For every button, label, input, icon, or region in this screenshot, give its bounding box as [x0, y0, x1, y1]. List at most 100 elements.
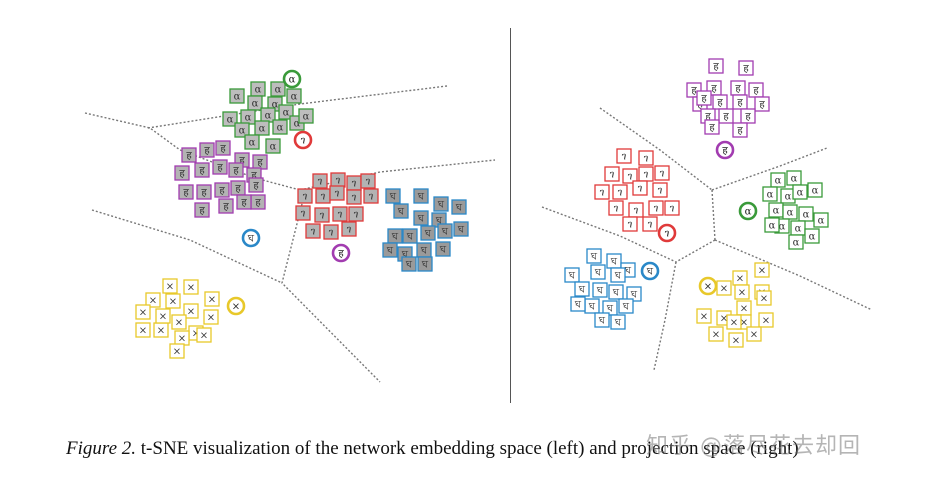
cluster-purple-glyph: ह: [201, 188, 207, 199]
prototype-purple-glyph: ह: [722, 146, 728, 157]
cluster-purple-glyph: ह: [737, 98, 743, 109]
cluster-red-glyph: ገ: [634, 206, 639, 217]
cluster-green-glyph: α: [283, 108, 290, 119]
cluster-green-point: [770, 172, 786, 188]
cluster-blue-point: [413, 210, 429, 226]
cluster-green-glyph: α: [255, 85, 262, 96]
cluster-purple-glyph: ह: [255, 198, 261, 209]
cluster-red-point: [654, 165, 670, 181]
prototype-purple-circle: [331, 243, 351, 263]
cluster-purple-point: [704, 119, 720, 135]
cluster-purple-point: [199, 142, 215, 158]
cluster-red-point: [608, 200, 624, 216]
cluster-blue-glyph: ঘ: [397, 207, 405, 218]
cluster-yellow-point: [726, 314, 742, 330]
cluster-red-point: [622, 216, 638, 232]
cluster-red-point: [632, 180, 648, 196]
cluster-yellow-point: [196, 327, 212, 343]
cluster-green-glyph: α: [270, 142, 277, 153]
cluster-purple-glyph: ह: [199, 206, 205, 217]
cluster-red-glyph: ገ: [660, 169, 665, 180]
cluster-blue-point: [393, 203, 409, 219]
cluster-red-glyph: ገ: [638, 184, 643, 195]
cluster-green-glyph: α: [272, 100, 279, 111]
cluster-blue-glyph: ঘ: [614, 318, 622, 329]
cluster-yellow-glyph: ×: [149, 296, 157, 307]
cluster-purple-glyph: ह: [737, 126, 743, 137]
boundary-line-7: [711, 189, 716, 241]
cluster-purple-glyph: ह: [235, 184, 241, 195]
cluster-green-point: [762, 186, 778, 202]
cluster-yellow-glyph: ×: [720, 314, 728, 325]
cluster-blue-point: [590, 264, 606, 280]
cluster-red-glyph: ገ: [654, 204, 659, 215]
cluster-green-point: [807, 182, 823, 198]
cluster-blue-glyph: ঘ: [455, 203, 463, 214]
cluster-red-glyph: ገ: [303, 192, 308, 203]
cluster-red-point: [348, 206, 364, 222]
cluster-blue-glyph: ঘ: [424, 229, 432, 240]
cluster-green-glyph: α: [812, 186, 819, 197]
cluster-purple-point: [732, 94, 748, 110]
cluster-green-point: [272, 119, 288, 135]
cluster-red-glyph: ገ: [622, 152, 627, 163]
cluster-red-point: [323, 224, 339, 240]
cluster-red-glyph: ገ: [366, 177, 371, 188]
cluster-purple-glyph: ह: [701, 94, 707, 105]
cluster-yellow-point: [183, 279, 199, 295]
cluster-red-glyph: ገ: [369, 192, 374, 203]
cluster-yellow-glyph: ×: [730, 318, 738, 329]
cluster-purple-glyph: ह: [753, 86, 759, 97]
cluster-yellow-glyph: ×: [712, 330, 720, 341]
cluster-yellow-glyph: ×: [700, 312, 708, 323]
cluster-green-glyph: α: [252, 99, 259, 110]
cluster-yellow-glyph: ×: [166, 282, 174, 293]
cluster-yellow-glyph: ×: [178, 334, 186, 345]
cluster-green-point: [222, 111, 238, 127]
cluster-yellow-point: [734, 284, 750, 300]
cluster-blue-point: [435, 241, 451, 257]
cluster-green-point: [782, 204, 798, 220]
cluster-purple-glyph: ह: [223, 202, 229, 213]
panel-divider: [510, 28, 511, 403]
figure-caption: Figure 2. t-SNE visualization of the net…: [66, 438, 799, 460]
cluster-purple-glyph: ह: [241, 198, 247, 209]
cluster-yellow-glyph: ×: [758, 266, 766, 277]
cluster-red-point: [312, 173, 328, 189]
cluster-yellow-glyph: ×: [736, 274, 744, 285]
cluster-yellow-glyph: ×: [159, 312, 167, 323]
cluster-blue-glyph: ঘ: [614, 271, 622, 282]
boundary-line-8: [714, 239, 873, 311]
cluster-blue-point: [382, 242, 398, 258]
cluster-red-glyph: ገ: [648, 220, 653, 231]
cluster-red-point: [314, 207, 330, 223]
caption-label: Figure 2.: [66, 438, 137, 459]
cluster-green-glyph: α: [779, 222, 786, 233]
cluster-blue-glyph: ঘ: [437, 200, 445, 211]
cluster-purple-glyph: ह: [199, 166, 205, 177]
cluster-green-point: [270, 81, 286, 97]
prototype-blue-circle: [640, 261, 660, 281]
cluster-purple-glyph: ह: [217, 163, 223, 174]
prototype-yellow-glyph: ×: [704, 282, 712, 293]
cluster-red-point: [664, 200, 680, 216]
boundary-line-4: [281, 199, 381, 383]
cluster-green-glyph: α: [249, 138, 256, 149]
cluster-blue-point: [413, 188, 429, 204]
cluster-green-glyph: α: [277, 123, 284, 134]
cluster-green-glyph: α: [785, 192, 792, 203]
prototype-blue-circle: [241, 228, 261, 248]
cluster-purple-point: [718, 108, 734, 124]
cluster-blue-glyph: ঘ: [420, 246, 428, 257]
cluster-blue-glyph: ঘ: [610, 257, 618, 268]
cluster-yellow-point: [145, 292, 161, 308]
cluster-blue-glyph: ঘ: [417, 192, 425, 203]
cluster-purple-glyph: ह: [220, 144, 226, 155]
cluster-red-glyph: ገ: [658, 186, 663, 197]
cluster-purple-point: [215, 140, 231, 156]
cluster-green-point: [764, 217, 780, 233]
cluster-green-glyph: α: [294, 119, 301, 130]
cluster-blue-glyph: ঘ: [441, 227, 449, 238]
cluster-red-point: [329, 185, 345, 201]
cluster-yellow-glyph: ×: [169, 297, 177, 308]
